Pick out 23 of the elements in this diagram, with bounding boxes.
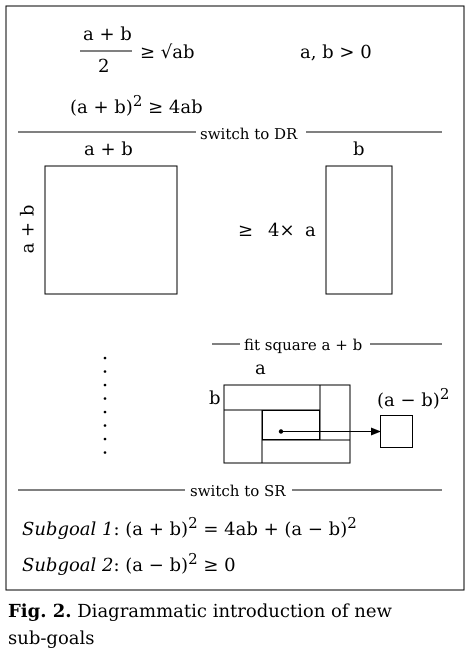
dimension-label: b	[353, 139, 365, 161]
subgoal-text: Subgoal 2: (a − b)$^{2}$ ≥ 0	[22, 549, 236, 577]
rule-label: switch to SR	[190, 481, 286, 502]
rule-label: fit square a + b	[244, 335, 362, 356]
math-formula: a + b	[83, 24, 132, 46]
dimension-label: b	[209, 388, 221, 410]
small-square	[380, 415, 413, 448]
math-symbol: ≥	[238, 220, 254, 242]
inner-square	[262, 410, 320, 440]
subgoal-text: Subgoal 1: (a + b)$^{2}$ = 4ab + (a − b)$^{2}$	[22, 513, 357, 541]
math-formula: 4×	[268, 220, 295, 242]
math-formula: ≥ √ab	[140, 42, 195, 64]
math-formula: 2	[98, 56, 110, 78]
arrow	[278, 428, 381, 436]
math-formula: (a − b)$^{2}$	[377, 384, 450, 412]
math-formula: (a + b)$^{2}$ ≥ 4ab	[70, 91, 203, 119]
rule-label: switch to DR	[200, 124, 298, 145]
dimension-label: a	[255, 358, 266, 380]
dimension-label: a + b	[17, 204, 40, 254]
dimension-label: a	[305, 220, 316, 242]
dimension-label: a + b	[84, 139, 133, 161]
figure-caption: Fig. 2. Diagrammatic introduction of new sub-goals	[8, 600, 393, 651]
math-condition: a, b > 0	[300, 42, 372, 64]
